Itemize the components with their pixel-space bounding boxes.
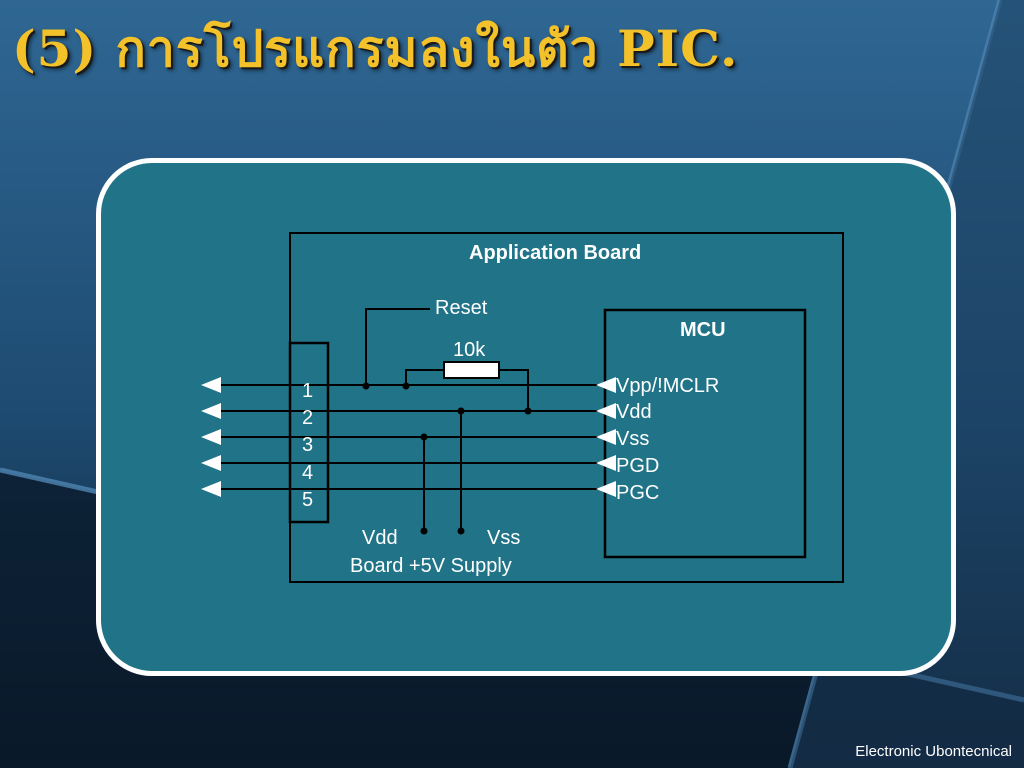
resistor-right-wire bbox=[499, 369, 529, 411]
application-board-title: Application Board bbox=[469, 242, 642, 264]
mcu-title: MCU bbox=[680, 319, 726, 341]
mcu-pin-vpp: Vpp/!MCLR bbox=[616, 375, 720, 397]
mcu-pin-vss: Vss bbox=[616, 428, 650, 450]
connector-pin-4: 4 bbox=[302, 462, 314, 484]
supply-vdd-label: Vdd bbox=[362, 527, 398, 549]
reset-label: Reset bbox=[435, 297, 488, 319]
supply-vss-label: Vss bbox=[487, 527, 521, 549]
resistor-left-wire bbox=[405, 369, 444, 386]
junction-vss-supply bbox=[420, 433, 428, 441]
junction-resistor bbox=[402, 382, 410, 390]
resistor-label: 10k bbox=[453, 339, 486, 361]
connector-pin-3: 3 bbox=[302, 434, 314, 456]
mcu-pin-pgc: PGC bbox=[616, 482, 660, 504]
mcu-pin-pgd: PGD bbox=[616, 455, 660, 477]
junction-vdd-mcu bbox=[524, 407, 532, 415]
slide-title: (5) การโปรแกรมลงในตัว PIC. bbox=[12, 19, 739, 78]
connector-pin-2: 2 bbox=[302, 407, 314, 429]
reset-wire bbox=[365, 308, 430, 386]
junction-reset bbox=[362, 382, 370, 390]
connector-pin-1: 1 bbox=[302, 380, 314, 402]
mcu-pin-vdd: Vdd bbox=[616, 401, 652, 423]
junction-vdd-supply bbox=[457, 407, 465, 415]
supply-label: Board +5V Supply bbox=[350, 555, 512, 577]
vss-terminal bbox=[420, 527, 428, 535]
vdd-terminal bbox=[457, 527, 465, 535]
footer-text: Electronic Ubontecnical bbox=[855, 743, 1012, 760]
resistor-10k bbox=[443, 361, 500, 379]
connector-pin-5: 5 bbox=[302, 489, 314, 511]
